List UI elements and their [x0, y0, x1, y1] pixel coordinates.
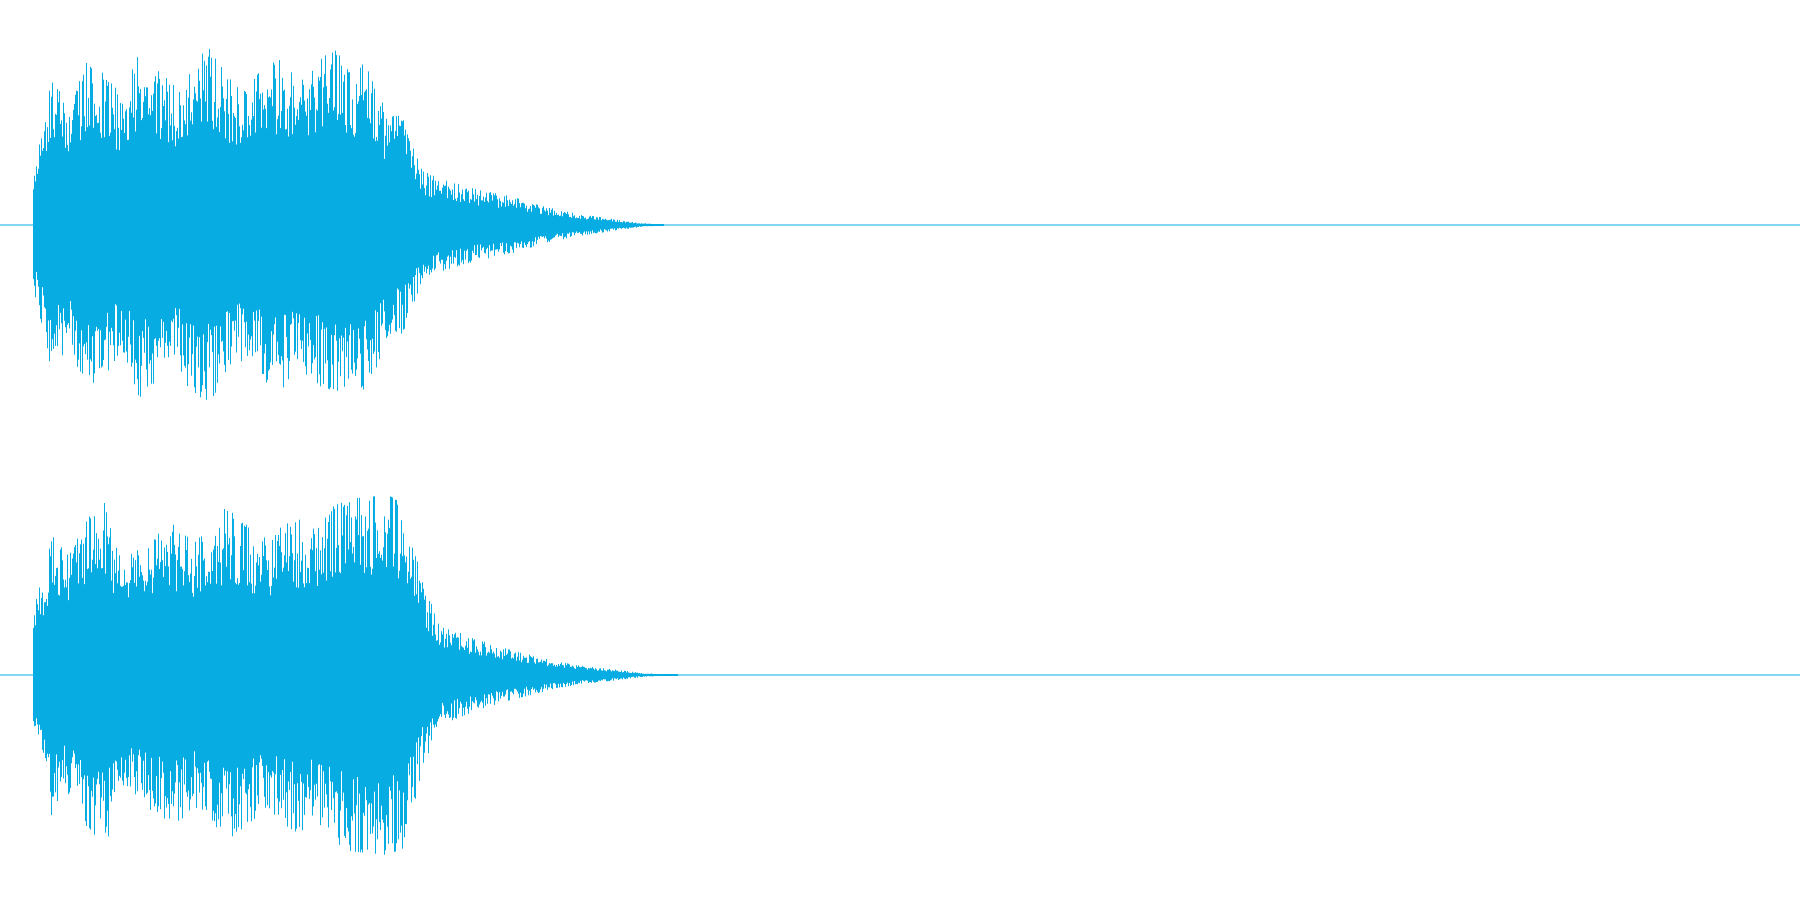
channel-2-waveform: [0, 496, 1800, 855]
channel-1-waveform: [0, 48, 1800, 400]
channel-1-signal: [33, 48, 664, 400]
channel-2-signal: [33, 496, 678, 855]
